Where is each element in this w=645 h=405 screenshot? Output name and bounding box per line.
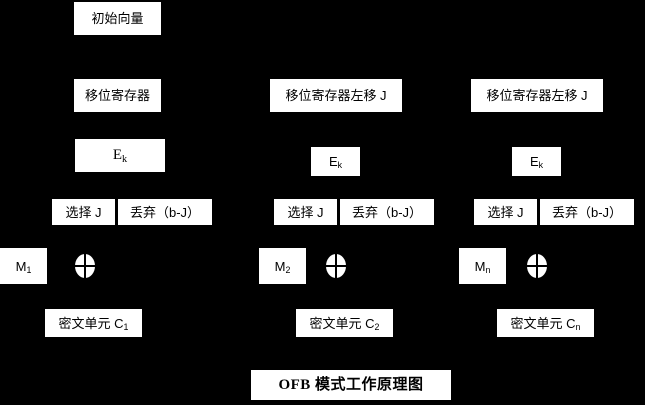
diagram-caption-box: OFB 模式工作原理图 bbox=[251, 370, 451, 400]
shift-register-label-3: 移位寄存器左移 J bbox=[486, 88, 588, 103]
encrypt-label-1: Ek bbox=[112, 147, 128, 165]
xor-circle-icon-1 bbox=[74, 253, 96, 279]
encrypt-box-2: Ek bbox=[311, 147, 360, 176]
plaintext-box-1: M1 bbox=[0, 248, 47, 284]
plaintext-label-2: M2 bbox=[274, 258, 291, 275]
discard-box-2: 丢弃（b-J） bbox=[340, 199, 434, 225]
xor-circle-icon-2 bbox=[325, 253, 347, 279]
diagram-caption-label: OFB 模式工作原理图 bbox=[278, 376, 424, 393]
shift-register-label-2: 移位寄存器左移 J bbox=[285, 88, 387, 103]
shift-register-box-3: 移位寄存器左移 J bbox=[471, 79, 603, 112]
ciphertext-box-3: 密文单元 Cn bbox=[497, 309, 594, 337]
ciphertext-box-2: 密文单元 C2 bbox=[296, 309, 393, 337]
discard-label-1: 丢弃（b-J） bbox=[129, 204, 201, 220]
ciphertext-label-2: 密文单元 C2 bbox=[309, 315, 380, 332]
select-box-1: 选择 J bbox=[52, 199, 115, 225]
encrypt-box-1: Ek bbox=[75, 139, 165, 172]
discard-label-2: 丢弃（b-J） bbox=[351, 204, 423, 220]
discard-box-1: 丢弃（b-J） bbox=[118, 199, 212, 225]
initial-vector-box: 初始向量 bbox=[74, 2, 161, 35]
xor-circle-icon-3 bbox=[526, 253, 548, 279]
select-box-3: 选择 J bbox=[474, 199, 537, 225]
shift-register-box-2: 移位寄存器左移 J bbox=[270, 79, 402, 112]
select-label-2: 选择 J bbox=[287, 204, 324, 220]
select-box-2: 选择 J bbox=[274, 199, 337, 225]
encrypt-label-3: Ek bbox=[529, 154, 544, 171]
ciphertext-box-1: 密文单元 C1 bbox=[45, 309, 142, 337]
initial-vector-label: 初始向量 bbox=[91, 11, 144, 26]
encrypt-label-2: Ek bbox=[328, 154, 343, 171]
plaintext-box-2: M2 bbox=[259, 248, 306, 284]
plaintext-label-1: M1 bbox=[15, 258, 32, 275]
discard-box-3: 丢弃（b-J） bbox=[540, 199, 634, 225]
discard-label-3: 丢弃（b-J） bbox=[551, 204, 623, 220]
select-label-3: 选择 J bbox=[487, 204, 524, 220]
shift-register-label-1: 移位寄存器 bbox=[84, 88, 150, 103]
plaintext-box-3: Mn bbox=[459, 248, 506, 284]
ciphertext-label-1: 密文单元 C1 bbox=[58, 315, 129, 332]
select-label-1: 选择 J bbox=[65, 204, 102, 220]
encrypt-box-3: Ek bbox=[512, 147, 561, 176]
shift-register-box-1: 移位寄存器 bbox=[74, 79, 161, 112]
ciphertext-label-3: 密文单元 Cn bbox=[510, 315, 581, 332]
plaintext-label-3: Mn bbox=[474, 258, 491, 275]
